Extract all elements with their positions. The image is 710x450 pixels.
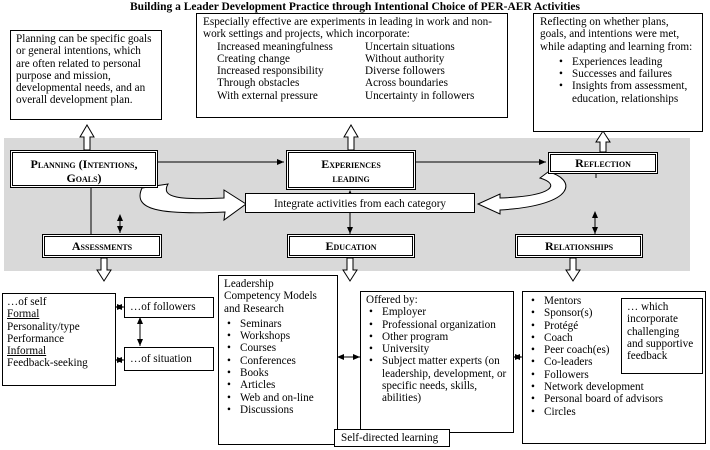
self-directed-label: Self-directed learning — [334, 429, 450, 447]
relationship-item: Peer coach(es) — [528, 344, 700, 357]
experiences-right-list: Uncertain situations Without authority D… — [365, 41, 474, 102]
assessments-node: Assessments — [42, 234, 162, 258]
formal-heading: Formal — [7, 308, 40, 321]
relationships-list: Mentors Sponsor(s) Protégé Coach Peer co… — [528, 295, 700, 418]
education-item: Workshops — [224, 330, 332, 343]
reflection-item: Insights from assessment, education, rel… — [556, 80, 696, 105]
experience-feature: Increased responsibility — [217, 65, 324, 78]
offered-list: Employer Professional organization Other… — [366, 306, 508, 404]
relationship-item: Co-leaders — [528, 356, 700, 369]
education-item: Books — [224, 367, 332, 380]
integrate-label: Integrate activities from each category — [245, 193, 475, 213]
experience-feature: Uncertain situations — [365, 40, 455, 53]
experiences-up-arrow — [343, 124, 359, 151]
experience-feature: Without authority — [365, 52, 445, 65]
relationship-item: Protégé — [528, 320, 700, 333]
relationship-item: Circles — [528, 406, 700, 419]
performance-item: Performance — [7, 332, 65, 345]
offered-item: Professional organization — [366, 319, 508, 332]
planning-note: Planning can be specific goals or genera… — [10, 30, 162, 120]
relationships-note: … which incorporate challenging and supp… — [621, 298, 703, 374]
offered-item: Other program — [366, 331, 508, 344]
experience-feature: Increased meaningfulness — [217, 40, 333, 53]
education-heading: Leadership Competency Models and Researc… — [224, 278, 317, 315]
experience-feature: Through obstacles — [217, 77, 300, 90]
planning-up-arrow — [79, 124, 95, 151]
planning-node: Planning (Intentions, Goals) — [10, 150, 158, 188]
relationship-item: Network development — [528, 381, 700, 394]
experience-feature: Creating change — [217, 52, 290, 65]
experiences-note: Especially effective are experiments in … — [196, 13, 508, 118]
integrate-loop-arrow — [139, 171, 567, 222]
of-situation-box: …of situation — [124, 347, 214, 371]
assessments-down-arrow — [96, 257, 112, 282]
feedback-item: Feedback-seeking — [7, 357, 88, 370]
reflection-item: Successes and failures — [556, 68, 696, 81]
reflection-intro: Reflecting on whether plans, goals, and … — [540, 16, 693, 53]
relationship-item: Personal board of advisors — [528, 393, 700, 406]
relationships-down-arrow — [565, 257, 581, 282]
reflection-up-arrow — [595, 130, 611, 153]
education-item: Web and on-line — [224, 392, 332, 405]
offered-item: Employer — [366, 306, 508, 319]
education-down-arrow — [342, 257, 358, 282]
experiences-node: Experiences leading — [286, 150, 416, 190]
experience-feature: Across boundaries — [365, 77, 448, 90]
education-item: Conferences — [224, 355, 332, 368]
education-item: Articles — [224, 379, 332, 392]
of-followers-box: …of followers — [124, 297, 214, 318]
experience-feature: Uncertainty in followers — [365, 89, 475, 102]
reflection-note: Reflecting on whether plans, goals, and … — [533, 13, 703, 132]
relationship-item: Mentors — [528, 295, 700, 308]
relationship-item: Coach — [528, 332, 700, 345]
education-list: Seminars Workshops Courses Conferences B… — [224, 318, 332, 417]
offered-item: Subject matter experts (on leadership, d… — [366, 355, 508, 404]
assessments-self-box: …of self Formal Personality/type Perform… — [2, 293, 116, 386]
relationship-item: Followers — [528, 369, 700, 382]
experiences-intro: Especially effective are experiments in … — [203, 16, 493, 41]
education-node: Education — [287, 234, 415, 258]
relationship-item: Sponsor(s) — [528, 307, 700, 320]
personality-item: Personality/type — [7, 320, 80, 333]
relationships-node: Relationships — [515, 234, 643, 258]
hollow-arrows — [79, 124, 611, 282]
of-self-label: …of self — [7, 296, 47, 308]
offered-item: University — [366, 343, 508, 356]
informal-heading: Informal — [7, 345, 47, 358]
experiences-left-list: Increased meaningfulness Creating change… — [203, 41, 365, 102]
reflection-item: Experiences leading — [556, 56, 696, 69]
experience-feature: With external pressure — [217, 89, 318, 102]
education-item: Courses — [224, 342, 332, 355]
education-item: Discussions — [224, 404, 332, 417]
education-item: Seminars — [224, 318, 332, 331]
diagram-title: Building a Leader Development Practice t… — [130, 1, 580, 13]
reflection-list: Experiences leading Successes and failur… — [540, 56, 696, 105]
offered-by-heading: Offered by: — [366, 294, 418, 306]
education-models-box: Leadership Competency Models and Researc… — [218, 275, 338, 445]
relationships-box: Mentors Sponsor(s) Protégé Coach Peer co… — [522, 291, 706, 444]
education-offered-box: Offered by: Employer Professional organi… — [360, 291, 514, 433]
experience-feature: Diverse followers — [365, 65, 445, 78]
reflection-node: Reflection — [548, 152, 658, 174]
